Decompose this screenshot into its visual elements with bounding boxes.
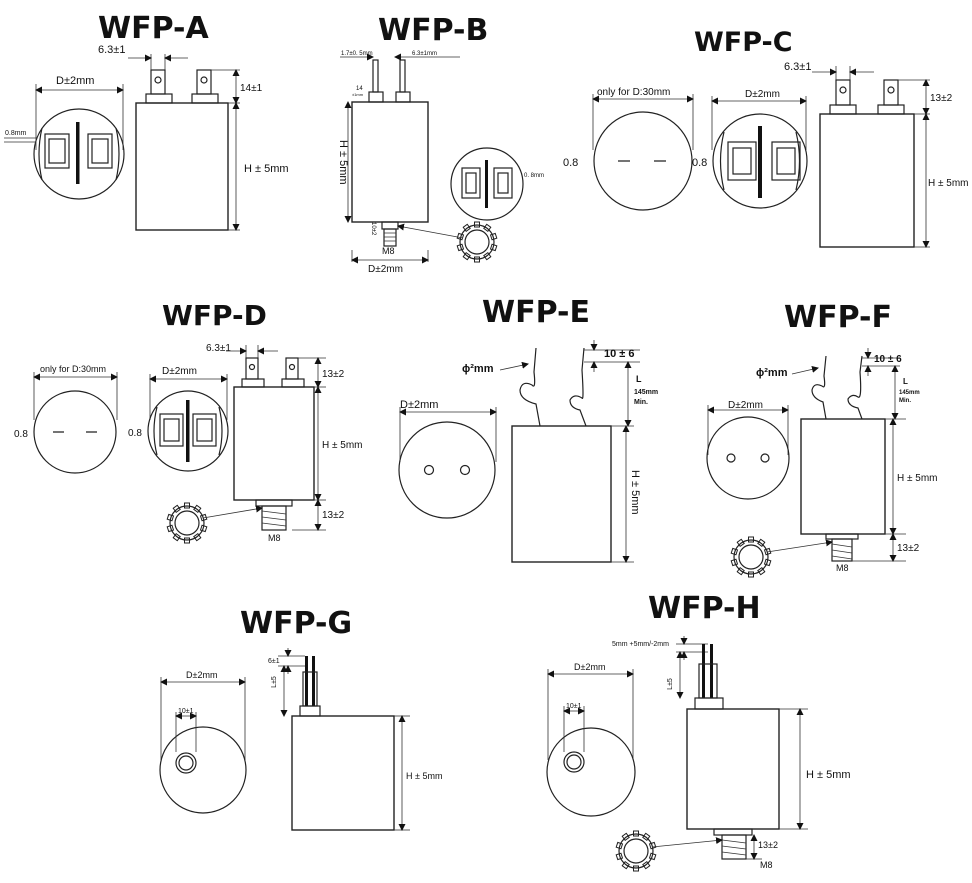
dim-d-only: only for D:30mm bbox=[40, 364, 106, 374]
dim-a-diam: D±2mm bbox=[56, 75, 94, 87]
diagram-wfp-d: WFP-D only for D:30mm 0.8 D±2mm 0.8 bbox=[14, 299, 363, 544]
diagram-wfp-c: WFP-C only for D:30mm 0.8 D±2mm 0.8 bbox=[563, 27, 969, 248]
diagram-wfp-a: WFP-A D±2mm 0.8mm bbox=[4, 11, 289, 231]
dim-e-lead: L bbox=[636, 374, 642, 384]
dim-g-hole: 10±1 bbox=[178, 708, 194, 715]
dim-b-pin1: 1.7±0. 5mm bbox=[341, 51, 373, 57]
side-view-a bbox=[135, 69, 229, 231]
dim-g-height: H ± 5mm bbox=[406, 771, 442, 781]
dim-b-stud: M8 bbox=[382, 246, 395, 256]
dim-c-pin: 6.3±1 bbox=[784, 61, 811, 73]
title-wfp-b: WFP-B bbox=[378, 13, 488, 48]
diagram-wfp-g: WFP-G D±2mm 10±1 6±1 L±5 H ± 5mm bbox=[159, 606, 442, 831]
dim-b-pin2: 6.3±1mm bbox=[412, 51, 437, 57]
top-view-e bbox=[398, 421, 496, 519]
title-wfp-g: WFP-G bbox=[240, 606, 352, 641]
dim-h-stud: M8 bbox=[760, 860, 773, 870]
dim-f-lead2: 145mm bbox=[899, 390, 920, 396]
top-view-c-small bbox=[593, 111, 693, 211]
top-view-d bbox=[147, 390, 229, 472]
top-view-b bbox=[450, 147, 524, 221]
diagram-wfp-b: WFP-B 1.7±0. 5mm 6.3±1mm 14 ±1mm H ± 5mm… bbox=[337, 13, 544, 275]
dim-b-gap: 0. 8mm bbox=[524, 173, 544, 179]
side-view-g bbox=[291, 656, 395, 831]
dim-d-term: 13±2 bbox=[322, 369, 345, 380]
dim-h-height: H ± 5mm bbox=[806, 769, 851, 781]
title-wfp-h: WFP-H bbox=[648, 591, 761, 626]
nut-f-icon bbox=[730, 536, 772, 578]
title-wfp-c: WFP-C bbox=[694, 27, 793, 58]
dim-g-lead: L±5 bbox=[271, 676, 278, 688]
dim-e-height: H ± 5mm bbox=[629, 470, 641, 515]
dim-h-hole: 10±1 bbox=[566, 703, 582, 710]
dim-d-height: H ± 5mm bbox=[322, 440, 363, 451]
dim-e-lead2: 145mm bbox=[634, 389, 658, 396]
dim-a-gap: 0.8mm bbox=[5, 130, 27, 137]
dim-c-term: 13±2 bbox=[930, 93, 953, 104]
top-view-g bbox=[159, 726, 247, 814]
dim-b-term-sub: ±1mm bbox=[352, 92, 364, 97]
diagram-wfp-e: WFP-E ϕ²mm D±2mm 10 ± 6 L 145mm Min. H ±… bbox=[398, 295, 658, 563]
dim-d-stud: M8 bbox=[268, 533, 281, 543]
dim-d-stud-len: 13±2 bbox=[322, 510, 345, 521]
title-wfp-e: WFP-E bbox=[482, 295, 590, 330]
dim-c-gap2: 0.8 bbox=[692, 157, 707, 169]
dim-e-strip: 10 ± 6 bbox=[604, 348, 635, 360]
dim-f-stud: M8 bbox=[836, 563, 849, 573]
dim-e-lead3: Min. bbox=[634, 399, 648, 406]
dim-d-diam: D±2mm bbox=[162, 366, 197, 377]
dim-f-lead3: Min. bbox=[899, 398, 911, 404]
dim-c-only: only for D:30mm bbox=[597, 87, 670, 98]
dim-f-stud-len: 13±2 bbox=[897, 543, 920, 554]
dim-f-lead: L bbox=[903, 377, 908, 386]
dim-h-diam: D±2mm bbox=[574, 662, 605, 672]
diagram-wfp-f: WFP-F ϕ²mm D±2mm 10 ± 6 L 145mm Min. bbox=[706, 300, 938, 578]
dim-b-diam: D±2mm bbox=[368, 264, 403, 275]
dim-a-height: H ± 5mm bbox=[244, 163, 289, 175]
top-view-d-small bbox=[33, 390, 117, 474]
dim-d-gap2: 0.8 bbox=[128, 428, 142, 439]
side-view-f bbox=[800, 355, 886, 562]
top-view-f bbox=[706, 416, 790, 500]
side-view-h bbox=[686, 644, 780, 860]
diagram-wfp-h: WFP-H 5mm +5mm/-2mm D±2mm L±5 10±1 bbox=[546, 591, 851, 872]
side-view-b bbox=[351, 59, 429, 247]
dim-g-strip: 6±1 bbox=[268, 658, 280, 665]
side-view-d bbox=[233, 357, 315, 531]
dim-c-diam: D±2mm bbox=[745, 89, 780, 100]
top-view-a bbox=[33, 108, 125, 200]
top-view-h bbox=[546, 727, 636, 817]
title-wfp-f: WFP-F bbox=[784, 300, 892, 335]
dim-d-pin: 6.3±1 bbox=[206, 343, 231, 354]
dim-c-gap1: 0.8 bbox=[563, 157, 578, 169]
dim-h-lead: L±5 bbox=[667, 678, 674, 690]
dim-d-gap1: 0.8 bbox=[14, 429, 28, 440]
dim-a-term: 14±1 bbox=[240, 83, 263, 94]
dim-h-strip: 5mm +5mm/-2mm bbox=[612, 641, 669, 648]
side-view-e bbox=[511, 347, 612, 563]
dim-b-stud-len: 10±2 bbox=[370, 222, 376, 236]
dim-a-pin: 6.3±1 bbox=[98, 44, 125, 56]
dim-g-diam: D±2mm bbox=[186, 670, 217, 680]
dim-e-wire: ϕ²mm bbox=[462, 363, 494, 375]
dim-b-term: 14 bbox=[356, 86, 363, 92]
nut-b-icon bbox=[456, 221, 498, 263]
side-view-c bbox=[819, 79, 915, 248]
dim-f-strip: 10 ± 6 bbox=[874, 354, 902, 365]
top-view-c bbox=[712, 113, 808, 209]
dim-c-height: H ± 5mm bbox=[928, 178, 969, 189]
title-wfp-d: WFP-D bbox=[162, 299, 267, 332]
title-wfp-a: WFP-A bbox=[98, 11, 209, 46]
dim-f-wire: ϕ²mm bbox=[756, 367, 788, 379]
dim-f-diam: D±2mm bbox=[728, 400, 763, 411]
dim-b-height: H ± 5mm bbox=[337, 140, 349, 185]
nut-h-icon bbox=[615, 830, 657, 872]
dim-e-diam: D±2mm bbox=[400, 399, 438, 411]
dim-h-stud-len: 13±2 bbox=[758, 840, 778, 850]
dim-f-height: H ± 5mm bbox=[897, 473, 938, 484]
nut-d-icon bbox=[166, 502, 208, 544]
